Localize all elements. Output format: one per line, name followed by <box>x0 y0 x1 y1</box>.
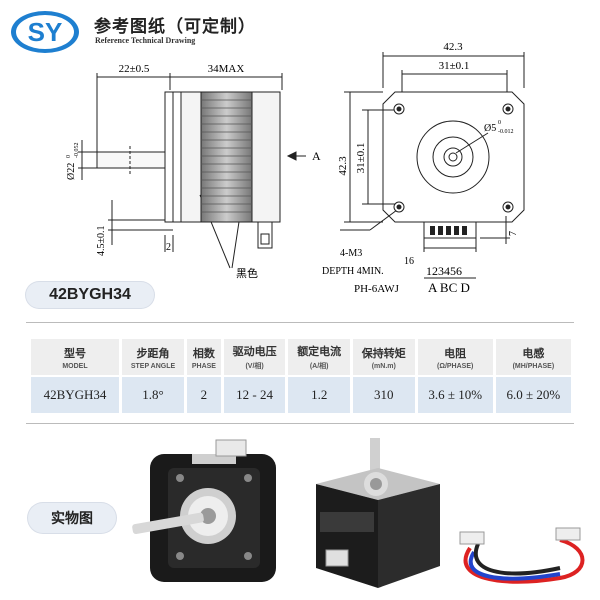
svg-text:Ø5: Ø5 <box>484 123 496 134</box>
svg-text:A BC D: A BC D <box>428 280 470 295</box>
page-subtitle: Reference Technical Drawing <box>95 36 196 45</box>
svg-text:Ø22: Ø22 <box>66 163 77 180</box>
cell-torque: 310 <box>352 377 415 413</box>
sy-logo: SY <box>11 11 79 53</box>
svg-text:16: 16 <box>404 256 414 267</box>
page-title: 参考图纸（可定制） <box>94 17 256 37</box>
svg-text:42.3: 42.3 <box>443 41 463 53</box>
model-badge: 42BYGH34 <box>26 282 154 308</box>
divider <box>26 322 574 323</box>
motor-front-photo <box>132 439 276 582</box>
cell-resistance: 3.6 ± 10% <box>417 377 493 413</box>
svg-text:DEPTH 4MIN.: DEPTH 4MIN. <box>322 266 384 277</box>
header-voltage: 驱动电压(V/相) <box>223 339 286 375</box>
svg-text:4-M3: 4-M3 <box>340 248 362 259</box>
svg-text:7: 7 <box>508 231 519 236</box>
header-current: 额定电流(A/相) <box>288 339 350 375</box>
side-fins <box>200 91 253 223</box>
svg-text:0: 0 <box>66 155 72 158</box>
motor-angled-photo <box>316 438 440 588</box>
svg-text:SY: SY <box>28 17 63 47</box>
header-inductance: 电感(MH/PHASE) <box>495 339 571 375</box>
svg-text:2: 2 <box>166 242 171 253</box>
svg-text:-0.052: -0.052 <box>74 143 80 159</box>
svg-text:123456: 123456 <box>426 264 462 278</box>
svg-text:34MAX: 34MAX <box>208 63 245 75</box>
photo-label: 实物图 <box>28 503 116 533</box>
svg-text:31±0.1: 31±0.1 <box>439 60 470 72</box>
divider <box>26 423 574 424</box>
header-torque: 保持转矩(mN.m) <box>352 339 415 375</box>
cell-voltage: 12 - 24 <box>223 377 286 413</box>
cell-model: 42BYGH34 <box>31 377 119 413</box>
technical-drawing: 22±0.5 34MAX Ø22 0 -0.052 4.5±0.1 2 黑色 A <box>66 41 525 295</box>
product-photos <box>132 438 585 588</box>
svg-text:0: 0 <box>498 120 501 126</box>
svg-text:42.3: 42.3 <box>337 156 349 176</box>
header-resistance: 电阻(Ω/PHASE) <box>417 339 493 375</box>
svg-text:-0.012: -0.012 <box>498 129 514 135</box>
front-view <box>340 52 525 252</box>
cable-photo <box>459 527 585 584</box>
cell-inductance: 6.0 ± 20% <box>495 377 571 413</box>
cell-step-angle: 1.8° <box>121 377 185 413</box>
cell-current: 1.2 <box>288 377 350 413</box>
svg-text:4.5±0.1: 4.5±0.1 <box>96 226 107 257</box>
svg-text:黑色: 黑色 <box>236 266 258 280</box>
screw-holes <box>393 103 514 213</box>
cell-phase: 2 <box>187 377 221 413</box>
table-row: 42BYGH34 1.8° 2 12 - 24 1.2 310 3.6 ± 10… <box>31 377 571 413</box>
svg-text:PH-6AWJ: PH-6AWJ <box>354 283 400 295</box>
svg-text:22±0.5: 22±0.5 <box>119 63 150 75</box>
svg-text:31±0.1: 31±0.1 <box>355 143 367 174</box>
svg-text:A: A <box>312 149 321 163</box>
